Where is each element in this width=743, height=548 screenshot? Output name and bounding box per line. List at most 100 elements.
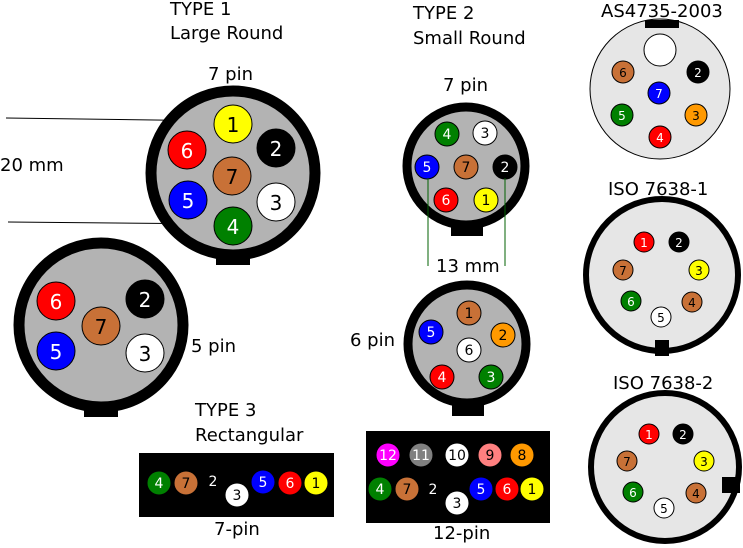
- pin-number-type2_7-4: 4: [443, 127, 452, 143]
- type2-13mm-label: 13 mm: [436, 256, 500, 277]
- pin-type2_6-2: [490, 322, 516, 348]
- pin-number-type2_6-6: 6: [465, 343, 474, 359]
- pin-type3_12_top-10: [444, 442, 470, 468]
- pin-number-type3_12_top-11: 11: [412, 448, 430, 464]
- pin-as4735-6: [611, 60, 635, 84]
- pin-number-iso2-5: 5: [660, 502, 668, 516]
- iso2-title: ISO 7638-2: [613, 373, 713, 394]
- pin-number-type1_7-7: 7: [226, 165, 239, 189]
- pin-type1_5-6: [36, 281, 76, 321]
- pin-number-iso1-3: 3: [695, 264, 703, 278]
- pin-type2_7-3: [472, 120, 498, 146]
- pin-number-type3_12_top-10: 10: [448, 448, 466, 464]
- pin-number-type3_7-3: 3: [233, 488, 242, 504]
- pin-as4735-3: [684, 103, 708, 127]
- pin-number-iso1-7: 7: [619, 264, 627, 278]
- pin-number-iso2-1: 1: [645, 428, 653, 442]
- pin-type1_5-7: [81, 306, 121, 346]
- pin-type3_7-7: [173, 470, 199, 496]
- pin-number-type3_12_top-12: 12: [379, 448, 397, 464]
- pin-type2_7-6: [433, 187, 459, 213]
- pin-type1_5-3: [125, 333, 165, 373]
- type2-7pin-label: 7 pin: [443, 75, 488, 96]
- type2-subtitle: Small Round: [413, 28, 526, 49]
- pin-number-iso1-2: 2: [675, 236, 683, 250]
- pin-number-iso1-6: 6: [627, 295, 635, 309]
- pin-type3_12_top-12: [375, 442, 401, 468]
- pin-iso2-5: [653, 497, 675, 519]
- pin-type1_7-4: [213, 206, 253, 246]
- pin-type3_12_bottom-3: [444, 490, 470, 516]
- pin-iso2-7: [616, 450, 638, 472]
- type3-title: TYPE 3: [194, 400, 256, 421]
- type1-title: TYPE 1: [169, 0, 231, 20]
- pin-number-as4735-6: 6: [619, 66, 627, 80]
- pin-type2_7-5: [414, 154, 440, 180]
- pin-number-iso2-7: 7: [623, 455, 631, 469]
- pin-number-type3_12_bottom-3: 3: [453, 496, 462, 512]
- pin-number-iso1-1: 1: [640, 236, 648, 250]
- type2-title: TYPE 2: [412, 3, 474, 24]
- pin-number-type3_12_bottom-2: 2: [429, 482, 438, 498]
- pin-as4735-4: [648, 125, 672, 149]
- pin-type3_12_top-11: [408, 442, 434, 468]
- type1-7pin-label: 7 pin: [208, 64, 253, 85]
- pin-number-type1_5-7: 7: [95, 315, 108, 339]
- pin-number-type2_7-2: 2: [501, 160, 510, 176]
- pin-number-type1_5-3: 3: [139, 342, 152, 366]
- pin-number-as4735-4: 4: [656, 131, 664, 145]
- pin-number-iso1-4: 4: [688, 296, 696, 310]
- pin-type3_7-6: [277, 470, 303, 496]
- pin-number-type3_12_top-9: 9: [486, 448, 495, 464]
- pin-iso1-4: [681, 291, 703, 313]
- pin-number-type1_5-6: 6: [50, 290, 63, 314]
- pin-iso1-6: [620, 290, 642, 312]
- pin-iso1-2: [668, 231, 690, 253]
- pin-number-type3_7-6: 6: [286, 476, 295, 492]
- pin-type3_12_bottom-5: [468, 476, 494, 502]
- pin-number-type3_12_bottom-7: 7: [403, 482, 412, 498]
- pin-number-type2_7-7: 7: [462, 160, 471, 176]
- type3-12pin-label: 12-pin: [433, 523, 490, 544]
- type1-20mm-label: 20 mm: [0, 155, 64, 176]
- pin-iso1-3: [688, 259, 710, 281]
- pin-type1_7-5: [168, 180, 208, 220]
- pin-number-type1_7-1: 1: [227, 113, 240, 137]
- pin-iso1-7: [612, 259, 634, 281]
- pin-type3_12_top-8: [509, 442, 535, 468]
- pin-number-type3_7-2: 2: [209, 474, 218, 490]
- pin-iso1-5: [650, 306, 672, 328]
- pin-type3_12_bottom-7: [394, 476, 420, 502]
- pin-number-as4735-7: 7: [655, 87, 663, 101]
- pin-number-type2_6-3: 3: [487, 370, 496, 386]
- pin-number-type3_12_bottom-1: 1: [528, 482, 537, 498]
- pin-number-type2_7-3: 3: [481, 126, 490, 142]
- pin-number-iso2-3: 3: [700, 455, 708, 469]
- pin-number-as4735-2: 2: [694, 66, 702, 80]
- pin-type3_7-5: [250, 469, 276, 495]
- pin-number-type3_12_bottom-6: 6: [503, 482, 512, 498]
- pin-type1_7-1: [213, 104, 253, 144]
- type1-5pin-label: 5 pin: [191, 336, 236, 357]
- pin-type3_12_bottom-2: [420, 476, 446, 502]
- pin-type3_7-4: [146, 470, 172, 496]
- pin-number-type3_7-5: 5: [259, 475, 268, 491]
- pin-number-type2_7-1: 1: [482, 193, 491, 209]
- pin-number-type3_12_bottom-5: 5: [477, 482, 486, 498]
- pin-type1_5-2: [125, 279, 165, 319]
- pin-number-type1_7-6: 6: [181, 139, 194, 163]
- pin-iso2-2: [672, 423, 694, 445]
- pin-type3_12_bottom-1: [519, 476, 545, 502]
- type3-subtitle: Rectangular: [195, 425, 304, 446]
- pin-type3_12_bottom-6: [494, 476, 520, 502]
- pin-type1_7-6: [167, 130, 207, 170]
- pin-iso2-6: [622, 481, 644, 503]
- pin-number-type1_5-5: 5: [50, 340, 63, 364]
